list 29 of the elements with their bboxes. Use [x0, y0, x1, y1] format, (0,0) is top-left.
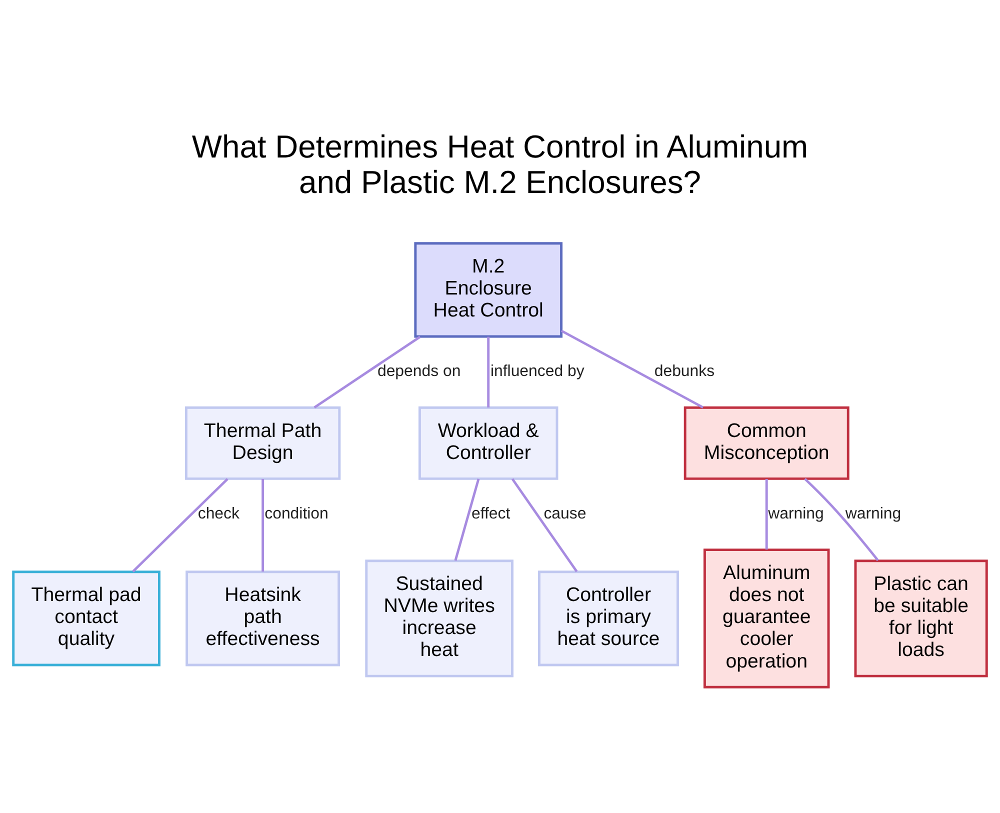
node-box: Common Misconception [684, 406, 850, 480]
connector [454, 478, 480, 560]
connector [132, 478, 228, 572]
node-box: Heatsink path effectiveness [186, 570, 340, 666]
edge-label: debunks [654, 362, 715, 380]
connector [511, 478, 578, 572]
node-box: Plastic can be suitable for light loads [854, 559, 988, 677]
edge-label: depends on [377, 362, 461, 380]
connector [314, 335, 421, 408]
edge-label: warning [768, 504, 824, 522]
edge-label: condition [264, 504, 328, 522]
edge-label: influenced by [490, 362, 584, 380]
connector [262, 478, 264, 572]
edge-label: check [198, 504, 240, 522]
connector [765, 478, 768, 549]
node-box: Aluminum does not guarantee cooler operation [703, 548, 830, 688]
edge-label: warning [845, 504, 902, 522]
connector [560, 329, 704, 408]
node-box: Workload & Controller [418, 406, 558, 480]
connector [804, 477, 879, 561]
node-box: Controller is primary heat source [538, 570, 679, 666]
edge-label: effect [471, 504, 510, 522]
edge-label: cause [544, 504, 586, 522]
connector [487, 336, 490, 407]
node-box: Sustained NVMe writes increase heat [365, 559, 514, 677]
node-box: Thermal pad contact quality [12, 570, 160, 666]
node-box: Thermal Path Design [184, 406, 341, 480]
diagram-title: What Determines Heat Control in Aluminum and Plastic M.2 Enclosures? [192, 128, 808, 200]
node-box: M.2 Enclosure Heat Control [414, 242, 563, 338]
